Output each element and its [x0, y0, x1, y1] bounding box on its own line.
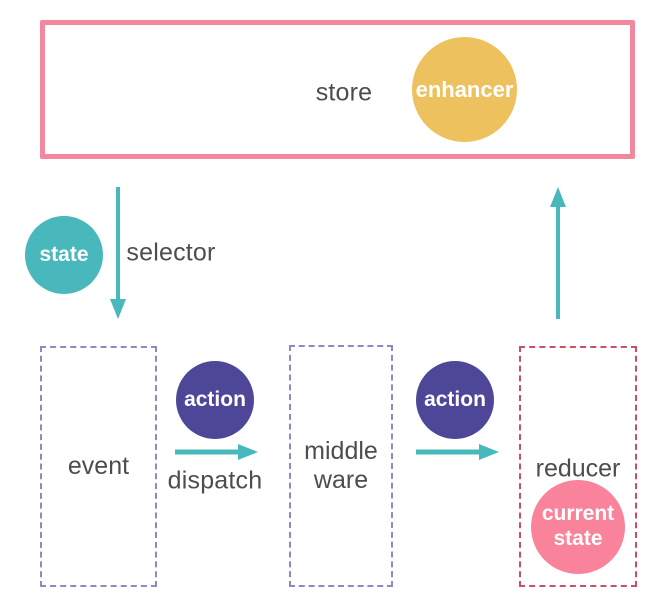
action-label-1: action [184, 387, 246, 411]
event-label: event [67, 451, 130, 480]
enhancer-circle: enhancer [412, 37, 517, 142]
current-state-label-line1: current [541, 502, 615, 526]
reducer-label: reducer [535, 454, 621, 483]
middleware-box: middle ware [289, 345, 393, 587]
event-box: event [40, 346, 157, 587]
current-state-circle: current state [531, 480, 625, 574]
current-state-label-line2: state [553, 527, 603, 550]
middleware-label-line1: middle [304, 436, 378, 465]
state-return-arrow-up-icon [550, 187, 566, 319]
selector-arrow-down-icon [110, 187, 126, 319]
action-label-2: action [424, 387, 486, 411]
state-circle: state [25, 216, 103, 294]
selector-label: selector [126, 238, 216, 267]
state-label: state [39, 242, 89, 266]
middleware-label-line2: ware [313, 466, 369, 494]
reducer-box: reducer current state [519, 346, 637, 587]
action-circle-2: action [416, 361, 494, 439]
enhancer-label: enhancer [415, 76, 514, 102]
current-state-label: current state [542, 502, 614, 552]
dispatch-label: dispatch [167, 466, 263, 495]
action-circle-1: action [176, 361, 254, 439]
middleware-label: middle ware [304, 437, 378, 496]
store-box: store enhancer [40, 20, 635, 159]
store-label: store [315, 78, 373, 107]
action-arrow-right-icon [416, 444, 499, 460]
dispatch-arrow-right-icon [175, 444, 258, 460]
